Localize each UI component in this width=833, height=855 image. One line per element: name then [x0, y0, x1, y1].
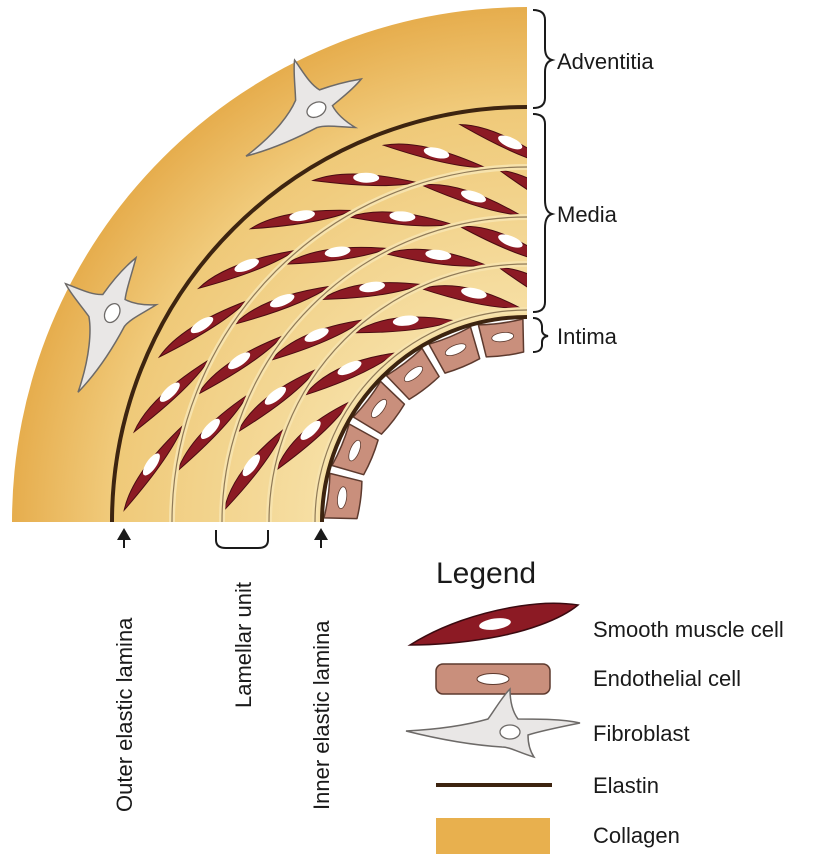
legend-endothelial-icon [436, 664, 550, 694]
outer-lamina-arrowhead [117, 528, 131, 540]
intima-label: Intima [557, 324, 618, 349]
adventitia-bracket [533, 10, 552, 108]
smooth-muscle-nucleus [534, 277, 562, 298]
media-bracket [533, 114, 552, 312]
media-label: Media [557, 202, 618, 227]
legend-fibroblast-icon [406, 689, 580, 757]
inner-elastic-lamina-label: Inner elastic lamina [309, 620, 334, 810]
smooth-muscle-nucleus [534, 182, 562, 204]
adventitia-label: Adventitia [557, 49, 654, 74]
legend-endothelial-label: Endothelial cell [593, 666, 741, 691]
intima-bracket [533, 318, 548, 352]
legend-collagen-icon [436, 818, 550, 854]
lamellar-unit-label: Lamellar unit [231, 582, 256, 708]
legend-title: Legend [436, 557, 536, 590]
lamellar-unit-bracket [216, 530, 268, 548]
inner-lamina-arrowhead [314, 528, 328, 540]
legend-smooth-muscle-icon [410, 603, 578, 645]
legend-elastin-label: Elastin [593, 773, 659, 798]
legend-collagen-label: Collagen [593, 823, 680, 848]
outer-elastic-lamina-label: Outer elastic lamina [112, 617, 137, 812]
legend-smooth-muscle-label: Smooth muscle cell [593, 617, 784, 642]
legend-fibroblast-label: Fibroblast [593, 721, 690, 746]
